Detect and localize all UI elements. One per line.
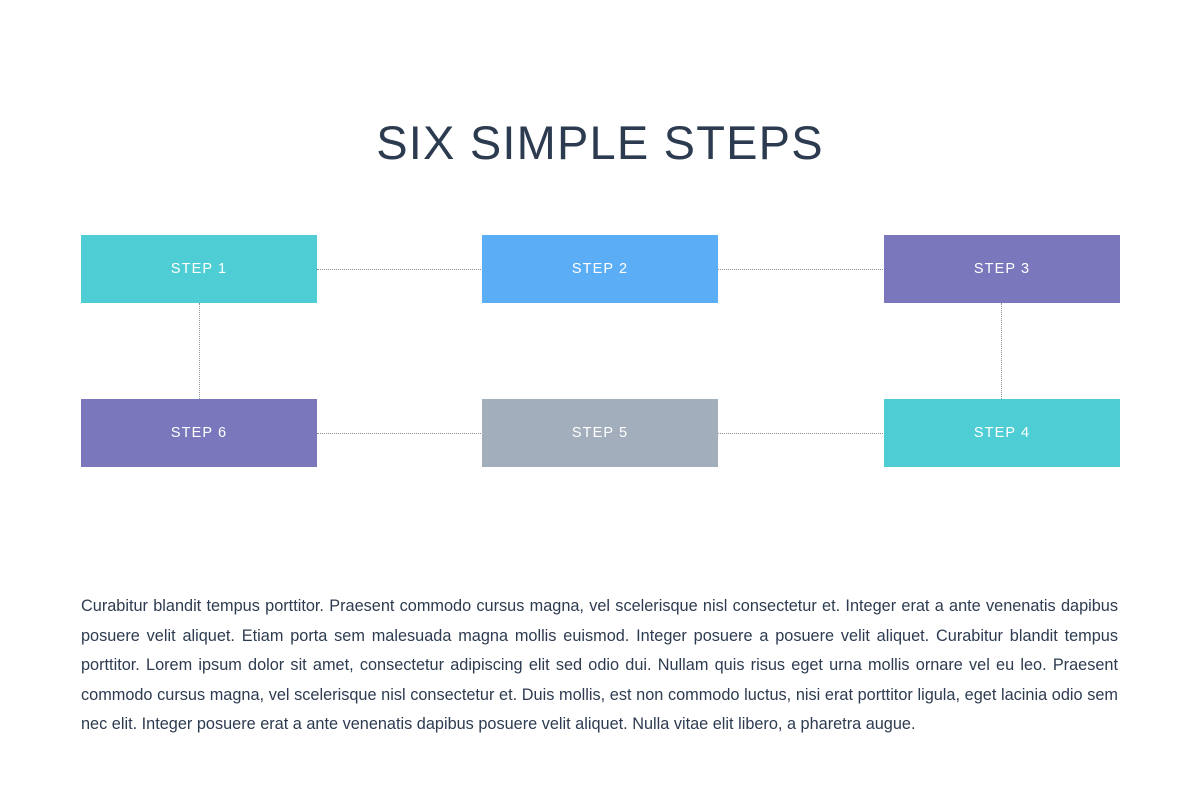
step-box-step-3[interactable]: STEP 3 (884, 235, 1120, 303)
step-label-step-4: STEP 4 (973, 424, 1031, 441)
step-box-step-2[interactable]: STEP 2 (482, 235, 718, 303)
step-label-step-3: STEP 3 (973, 260, 1031, 277)
connector-step2-step3 (718, 269, 885, 270)
step-label-step-2: STEP 2 (571, 260, 629, 277)
step-box-step-6[interactable]: STEP 6 (81, 399, 317, 467)
step-label-step-6: STEP 6 (170, 424, 228, 441)
step-label-step-5: STEP 5 (571, 424, 629, 441)
body-paragraph: Curabitur blandit tempus porttitor. Prae… (81, 597, 1118, 734)
step-box-step-4[interactable]: STEP 4 (884, 399, 1120, 467)
connector-step3-step4 (1001, 303, 1002, 399)
step-box-step-1[interactable]: STEP 1 (81, 235, 317, 303)
connector-step1-step6 (199, 303, 200, 399)
step-box-step-5[interactable]: STEP 5 (482, 399, 718, 467)
connector-step6-step5 (317, 433, 483, 434)
page-title: SIX SIMPLE STEPS (376, 116, 824, 170)
step-label-step-1: STEP 1 (170, 260, 228, 277)
connector-step5-step4 (718, 433, 885, 434)
connector-step1-step2 (317, 269, 483, 270)
